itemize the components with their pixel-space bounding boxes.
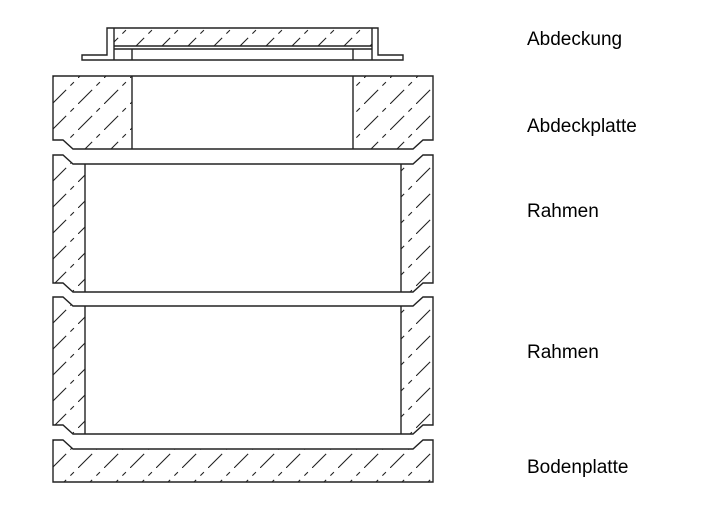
cover-plate-part	[52, 75, 434, 150]
label-cover: Abdeckung	[527, 29, 623, 50]
frame-upper-part	[52, 154, 434, 293]
base-plate-part	[52, 439, 434, 483]
frame-lower-part	[52, 296, 434, 435]
cover-part	[81, 27, 404, 61]
label-base-plate: Bodenplatte	[527, 457, 629, 478]
label-frame-upper: Rahmen	[527, 201, 599, 222]
label-frame-lower: Rahmen	[527, 342, 599, 363]
label-cover-plate: Abdeckplatte	[527, 116, 637, 137]
